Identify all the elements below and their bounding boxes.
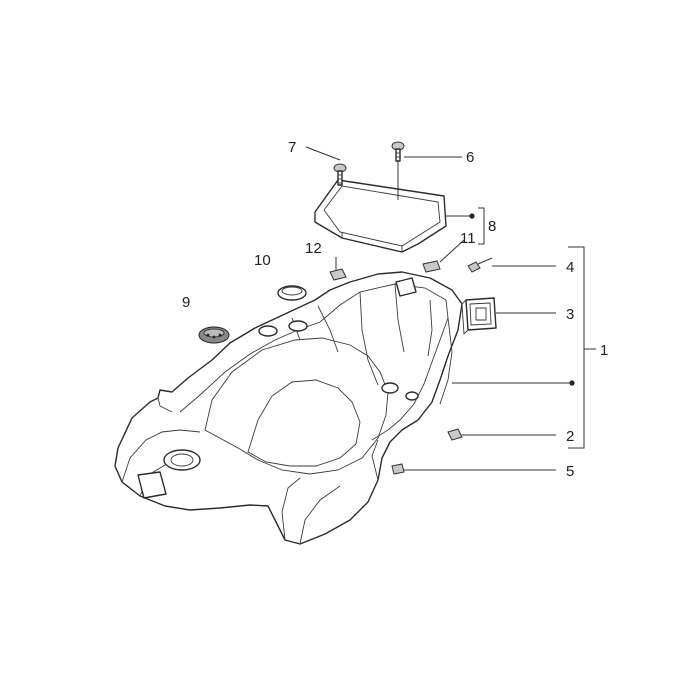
grommet-icon [198,326,230,344]
callout-5: 5 [566,463,574,480]
callout-6: 6 [466,149,474,166]
clip-icon [329,268,347,281]
callout-labels: 7 6 8 11 12 10 9 4 3 1 2 5 [182,139,608,480]
bracket-icon [461,297,497,336]
callout-10: 10 [254,252,271,269]
helmet-compartment [114,271,463,545]
callout-7: 7 [288,139,296,156]
callout-12: 12 [305,240,322,257]
leader-lines [305,146,596,471]
clip-icon [447,428,463,441]
callout-3: 3 [566,306,574,323]
grommet-icon [277,285,307,301]
screw-icon [333,163,347,186]
compartment-lid [314,179,447,253]
callout-9: 9 [182,294,190,311]
callout-4: 4 [566,259,574,276]
clip-icon [422,260,441,273]
callout-8: 8 [488,218,496,235]
callout-1: 1 [600,342,608,359]
screw-icon [391,141,405,162]
callout-2: 2 [566,428,574,445]
clip-icon [391,463,405,475]
callout-11: 11 [460,230,476,247]
clip-icon [467,257,493,273]
